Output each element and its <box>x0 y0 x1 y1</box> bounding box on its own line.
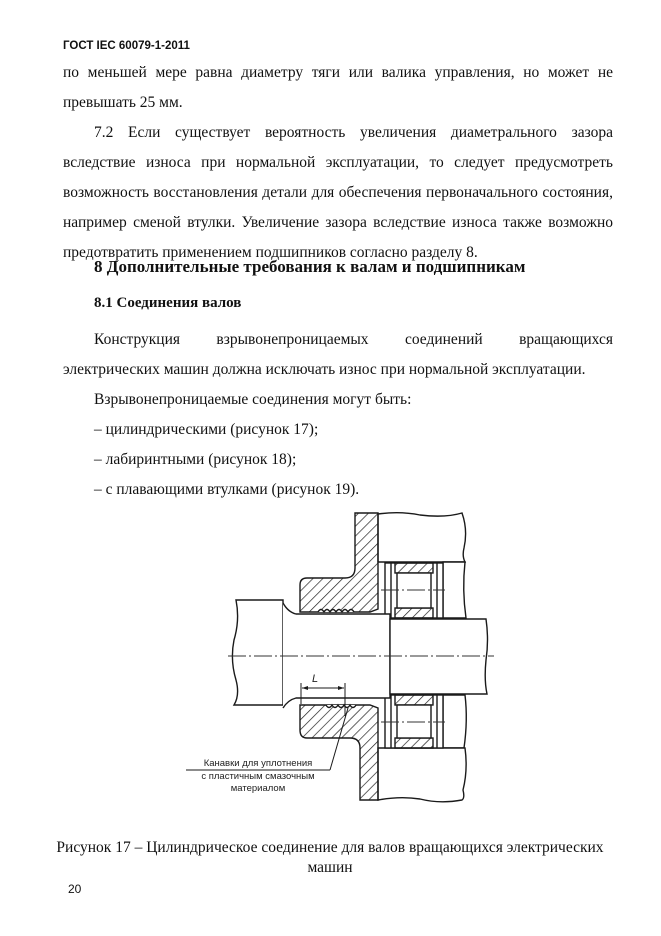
paragraph-7-2-line5: предотвратить применением подшипников со… <box>63 244 478 261</box>
figure-17-drawing: L Канавки для уплотнения с пластичным см… <box>0 500 661 820</box>
list-item-cylindrical: – цилиндрическими (рисунок 17); <box>94 421 319 438</box>
caption-line1: Рисунок 17 – Цилиндрическое соединение д… <box>56 839 604 856</box>
list-item-labyrinth: – лабиринтными (рисунок 18); <box>94 451 297 468</box>
callout-line3: материалом <box>230 783 286 794</box>
dimension-label-l: L <box>312 673 319 685</box>
section-8-1-para1-line1: Конструкция взрывонепроницаемых соединен… <box>94 331 613 348</box>
paragraph-continued-line1: по меньшей мере равна диаметру тяги или … <box>63 64 613 81</box>
paragraph-7-2-line2: вследствие износа при нормальной эксплуа… <box>63 154 613 171</box>
section-8-1-para1-line2: электрических машин должна исключать изн… <box>63 361 586 378</box>
paragraph-7-2-line1: 7.2 Если существует вероятность увеличен… <box>94 124 613 141</box>
callout-line1: Канавки для уплотнения <box>203 758 313 769</box>
section-8-1-para2: Взрывонепроницаемые соединения могут быт… <box>94 391 412 408</box>
section-8-heading: 8 Дополнительные требования к валам и по… <box>94 257 526 276</box>
paragraph-7-2-line3: возможность восстановления детали для об… <box>63 184 613 201</box>
document-header: ГОСТ IEC 60079-1-2011 <box>63 40 190 52</box>
page-number: 20 <box>68 882 82 896</box>
list-item-floating-bushing: – с плавающими втулками (рисунок 19). <box>94 481 360 498</box>
paragraph-7-2-line4: например сменой втулки. Увеличение зазор… <box>63 214 613 231</box>
section-8-1-heading: 8.1 Соединения валов <box>94 295 242 311</box>
callout-line2: с пластичным смазочным <box>201 771 315 782</box>
caption-line2: машин <box>307 859 353 876</box>
figure-17-caption: Рисунок 17 – Цилиндрическое соединение д… <box>40 838 620 878</box>
shaft-joint-diagram <box>186 512 494 803</box>
paragraph-continued-line2: превышать 25 мм. <box>63 94 183 111</box>
